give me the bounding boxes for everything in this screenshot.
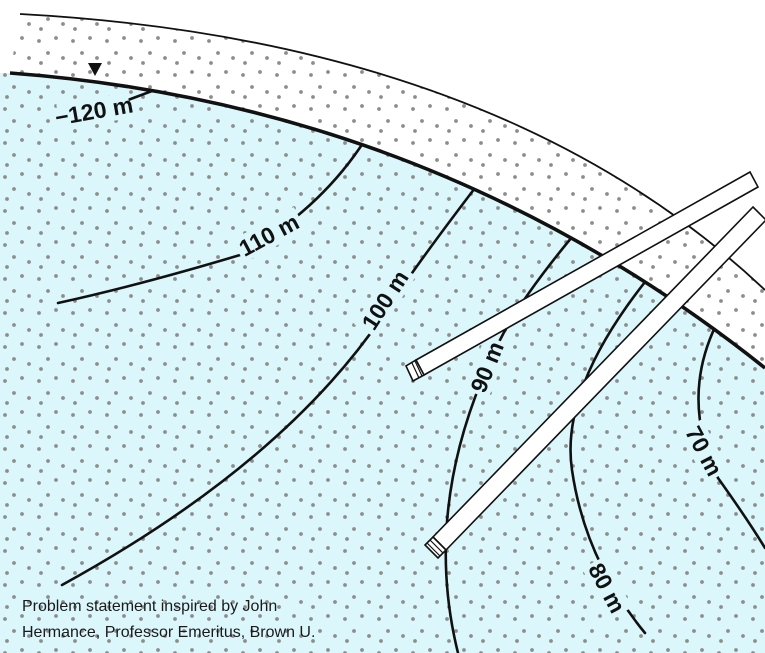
contour-line-100 xyxy=(60,186,477,587)
credit-text: Problem statement inspired by John Herma… xyxy=(22,594,315,646)
credit-line-1: Problem statement inspired by John xyxy=(22,598,278,615)
well-casing-lower xyxy=(423,205,765,560)
water-table-marker-icon xyxy=(88,63,102,76)
credit-line-2: Hermance, Professor Emeritus, Brown U. xyxy=(22,624,316,641)
well-casing-upper xyxy=(404,170,760,383)
well-screen-lower xyxy=(423,535,448,560)
